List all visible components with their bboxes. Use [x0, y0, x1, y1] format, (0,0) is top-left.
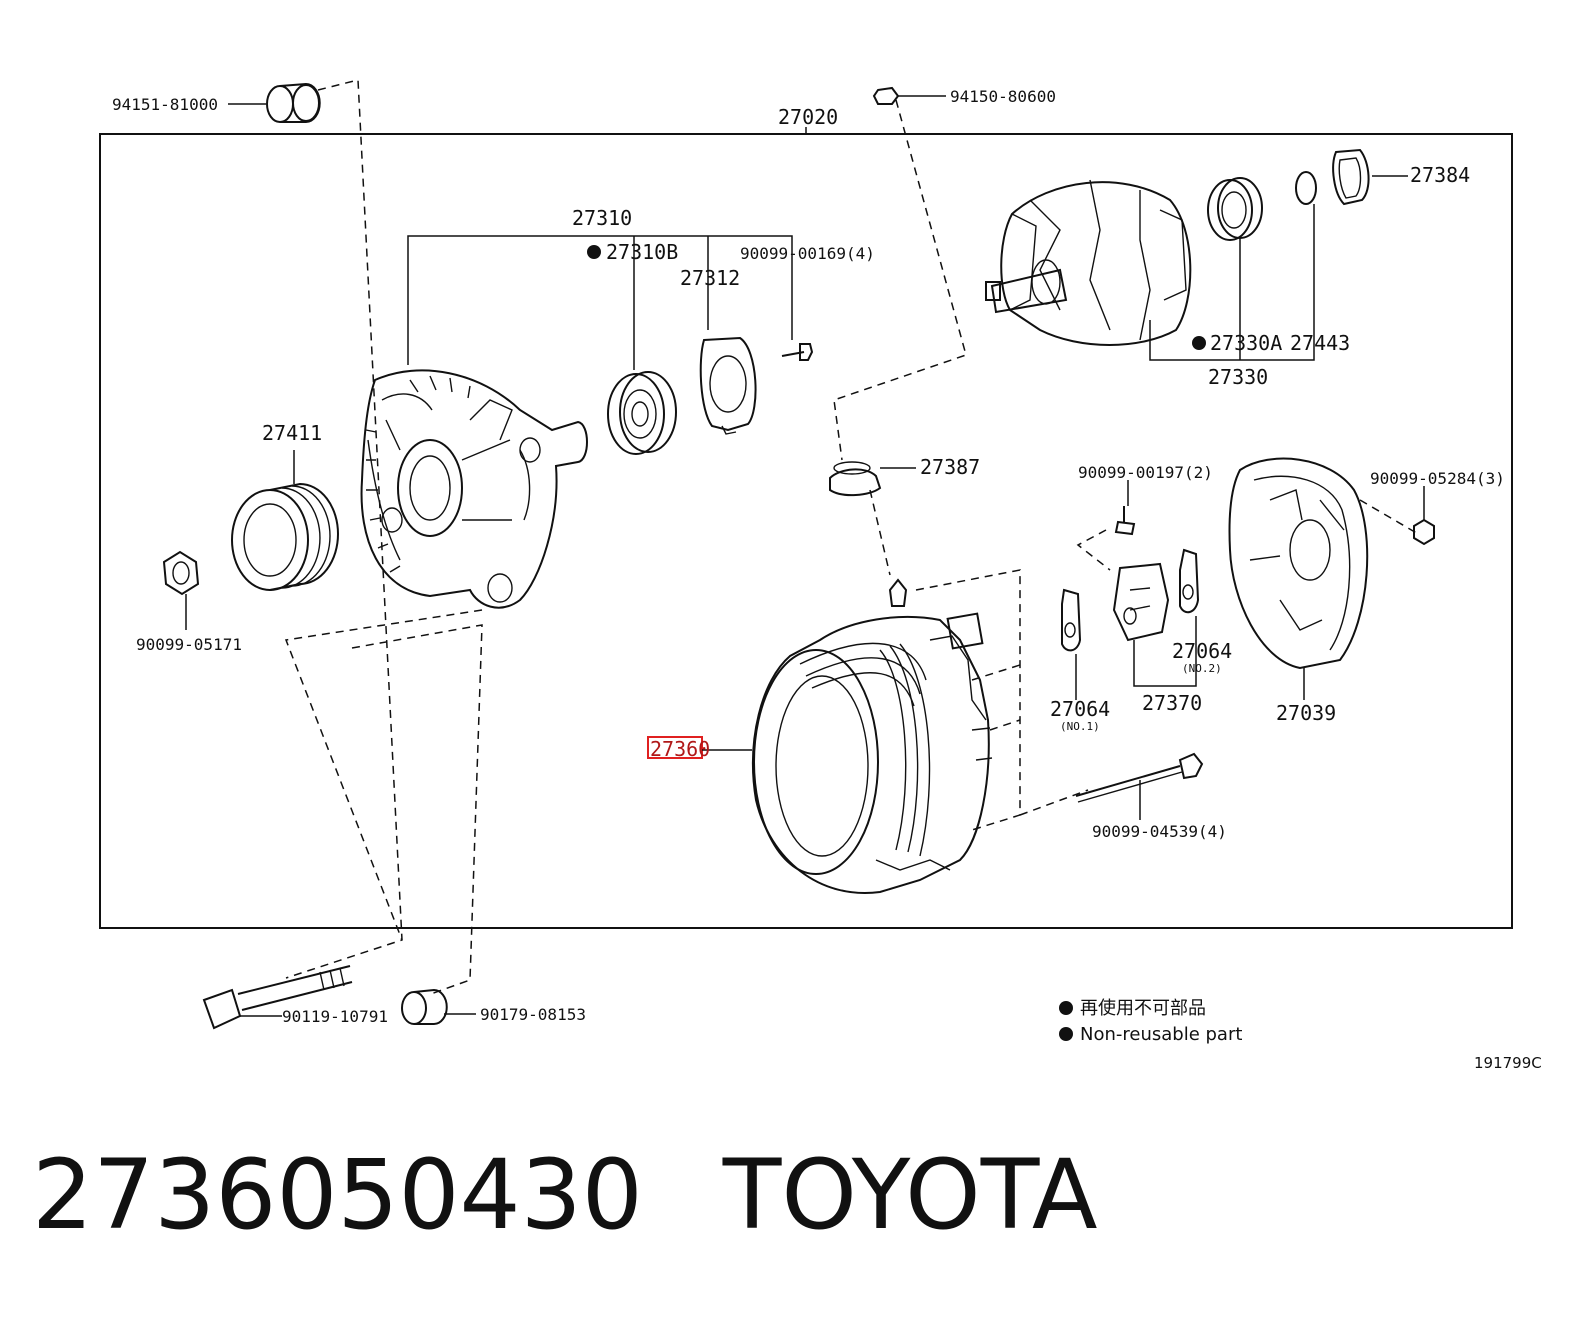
label-27312: 27312: [680, 266, 740, 290]
highlight-box-27360: [647, 736, 703, 759]
label-27370: 27370: [1142, 691, 1202, 715]
part-nut-90099-05284[interactable]: [1413, 518, 1435, 546]
label-27039: 27039: [1276, 701, 1336, 725]
legend-japanese: 再使用不可部品: [1080, 998, 1206, 1019]
brand-name: TOYOTA: [722, 1139, 1098, 1251]
part-bolt-90099-04539[interactable]: [1075, 752, 1204, 803]
part-cover-27384[interactable]: [1332, 148, 1370, 206]
part-number: 2736050430: [32, 1139, 643, 1251]
part-retainer-27312[interactable]: [699, 336, 757, 435]
label-no2: (NO.2): [1182, 662, 1222, 675]
part-screw-90099-00169[interactable]: [781, 343, 814, 361]
label-27443: 27443: [1290, 331, 1350, 355]
label-94150-80600: 94150-80600: [950, 87, 1056, 106]
part-pulley-27411[interactable]: [231, 482, 339, 591]
label-27330A: 27330A: [1210, 331, 1282, 355]
label-90099-05171: 90099-05171: [136, 635, 242, 654]
label-27360[interactable]: 27360: [650, 737, 710, 761]
label-90099-04539: 90099-04539(4): [1092, 822, 1227, 841]
part-screw-90099-00197[interactable]: [1114, 506, 1136, 536]
label-90179-08153: 90179-08153: [480, 1005, 586, 1024]
legend-english: Non-reusable part: [1080, 1024, 1242, 1045]
label-27411: 27411: [262, 421, 322, 445]
label-94151-81000: 94151-81000: [112, 95, 218, 114]
non-reusable-bullet-icon: [1192, 336, 1206, 350]
part-brush-holder-27370[interactable]: [1112, 562, 1170, 642]
label-27064-no1: 27064: [1050, 697, 1110, 721]
part-insulator-27387[interactable]: [829, 461, 882, 496]
label-90119-10791: 90119-10791: [282, 1007, 388, 1026]
part-stator-27360[interactable]: [752, 578, 993, 894]
figure-id: 191799C: [1474, 1054, 1542, 1072]
legend-bullet-icon: [1059, 1027, 1073, 1041]
exploded-parts-diagram: 27020 94151-81000 94150-80600 27310 2731…: [99, 79, 1542, 1072]
legend-bullet-icon: [1059, 1001, 1073, 1015]
label-27310B: 27310B: [606, 240, 678, 264]
caption: 2736050430 TOYOTA: [32, 1140, 1098, 1250]
part-ring-27443[interactable]: [1295, 171, 1317, 205]
part-bearing-27310B[interactable]: [607, 371, 677, 455]
label-27310: 27310: [572, 206, 632, 230]
part-nut-90179-08153[interactable]: [401, 988, 448, 1025]
part-rear-cover-27039[interactable]: [1228, 457, 1369, 670]
label-27330: 27330: [1208, 365, 1268, 389]
non-reusable-bullet-icon: [587, 245, 601, 259]
label-90099-00169: 90099-00169(4): [740, 244, 875, 263]
part-gasket-27064-no2[interactable]: [1179, 548, 1200, 614]
label-27384: 27384: [1410, 163, 1470, 187]
part-94150-80600[interactable]: [872, 86, 900, 105]
label-27387: 27387: [920, 455, 980, 479]
part-bearing-27330A[interactable]: [1207, 177, 1263, 241]
part-rotor-27330[interactable]: [985, 179, 1192, 346]
part-gasket-27064-no1[interactable]: [1061, 588, 1082, 652]
label-27064-no2: 27064: [1172, 639, 1232, 663]
part-94151-81000[interactable]: [266, 82, 321, 123]
label-no1: (NO.1): [1060, 720, 1100, 733]
part-drive-end-frame-27310[interactable]: [360, 369, 588, 609]
assembly-label: 27020: [778, 105, 838, 129]
part-nut-90099-05171[interactable]: [162, 550, 200, 596]
label-90099-00197: 90099-00197(2): [1078, 463, 1213, 482]
label-90099-05284: 90099-05284(3): [1370, 469, 1505, 488]
